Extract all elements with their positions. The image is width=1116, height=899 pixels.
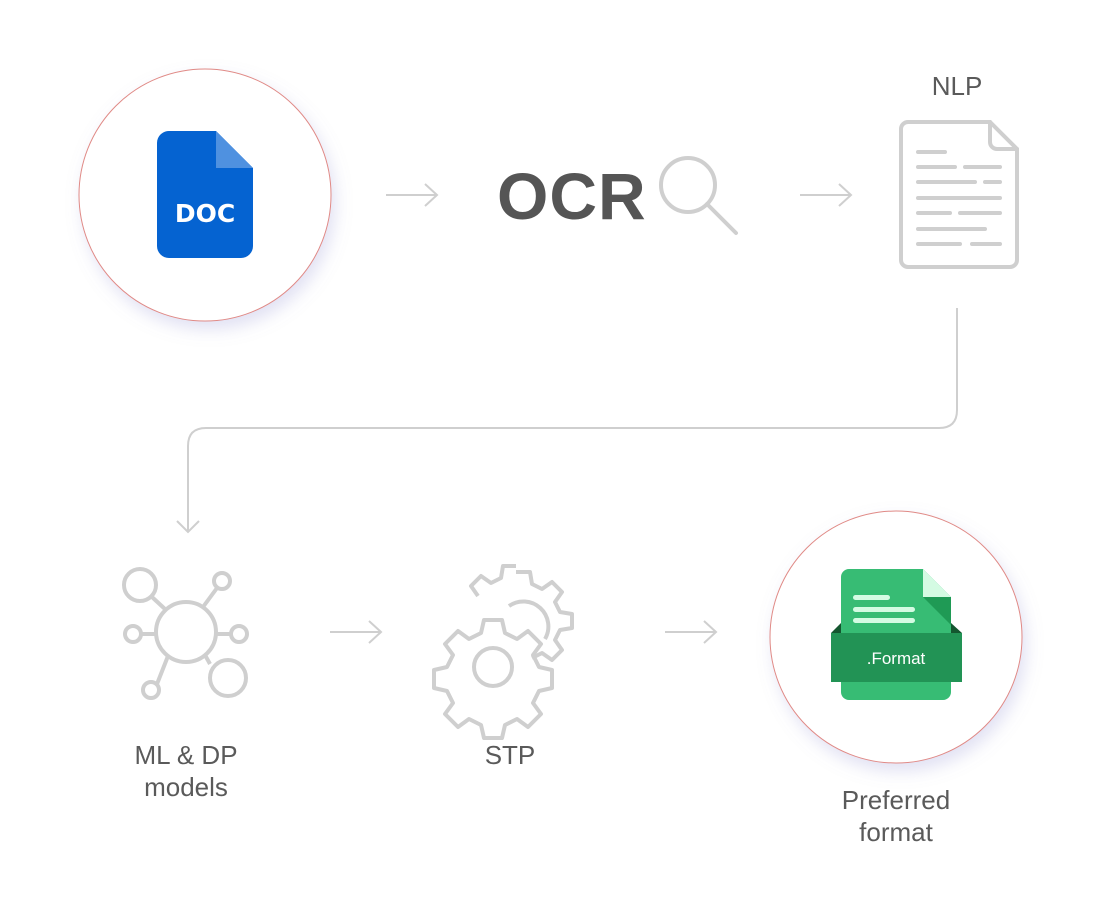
format-file-icon: .Format <box>831 569 962 700</box>
output-label-line2: format <box>859 817 933 847</box>
doc-badge: DOC <box>175 199 235 228</box>
connector-arrow <box>176 308 958 534</box>
arrow-icon <box>665 620 718 644</box>
arrow-icon <box>800 183 853 207</box>
ml-label-line2: models <box>144 772 228 802</box>
doc-file-icon: DOC <box>156 130 253 258</box>
arrow-icon <box>386 183 439 207</box>
output-label-line1: Preferred <box>841 785 951 815</box>
magnifier-icon <box>659 156 738 235</box>
nlp-label: NLP <box>931 71 983 101</box>
ml-label-line1: ML & DP <box>134 740 238 770</box>
ocr-label: OCR <box>497 159 647 233</box>
format-badge: .Format <box>867 649 926 668</box>
stp-label: STP <box>484 740 536 770</box>
gears-icon <box>432 564 574 740</box>
output-label: Preferred format <box>842 784 950 848</box>
ml-label: ML & DP models <box>134 739 237 803</box>
text-document-icon <box>899 120 1019 269</box>
network-icon <box>122 567 249 700</box>
arrow-icon <box>330 620 383 644</box>
